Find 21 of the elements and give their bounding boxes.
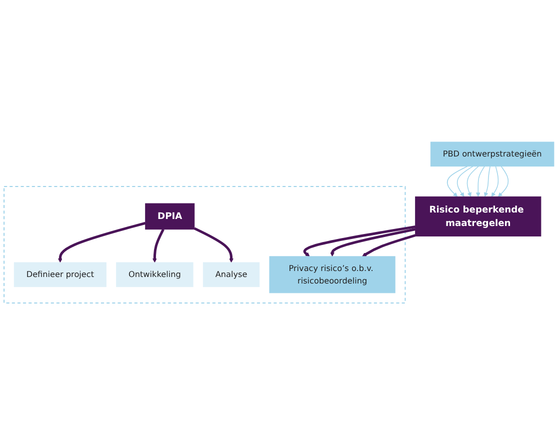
- node-box: Analyse: [202, 262, 260, 288]
- arrow: [476, 166, 485, 197]
- node-box: PBD ontwerpstrategieën: [430, 142, 554, 167]
- arrow: [498, 166, 509, 197]
- arrow: [491, 166, 499, 197]
- arrow: [194, 227, 234, 263]
- node-box: DPIA: [145, 203, 195, 230]
- node-box: Ontwikkeling: [116, 262, 194, 288]
- arrow: [456, 166, 474, 197]
- arrow: [466, 166, 479, 197]
- cluster: [4, 186, 406, 304]
- arrow: [362, 234, 416, 257]
- arrow: [330, 228, 416, 257]
- node-box: Risico beperkende maatregelen: [415, 196, 542, 236]
- node-box: Privacy risico’s o.b.v. risicobeoordeling: [269, 256, 396, 294]
- arrow: [304, 226, 416, 257]
- arrow: [446, 166, 468, 197]
- arrow: [58, 222, 146, 263]
- arrow: [484, 166, 490, 197]
- node-box: Definieer project: [14, 262, 106, 288]
- arrow: [152, 228, 164, 263]
